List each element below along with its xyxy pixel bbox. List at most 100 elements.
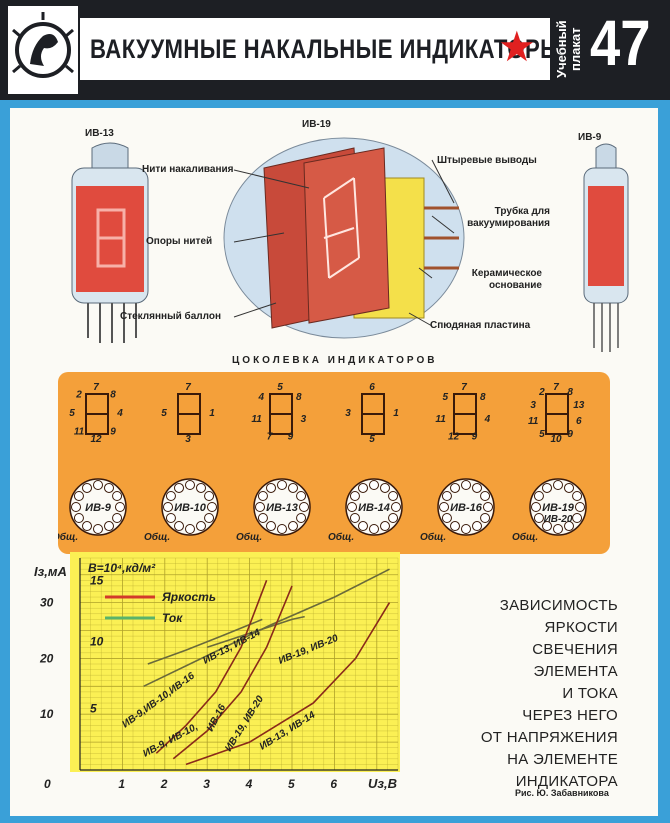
- base-pin: [196, 482, 206, 493]
- base-circle: [161, 478, 219, 536]
- base-pin: [288, 482, 298, 493]
- desc-line: ОТ НАПРЯЖЕНИЯ: [480, 729, 618, 746]
- base-pin: [174, 521, 184, 532]
- pinout-caption: ЦОКОЛЕВКА ИНДИКАТОРОВ: [232, 355, 438, 366]
- base-circle: [529, 478, 587, 536]
- x-tick-label: 0: [44, 777, 51, 790]
- base-pin: [174, 482, 184, 493]
- base-pin: [533, 491, 544, 501]
- chart-grid: [79, 557, 399, 771]
- base-pin: [391, 502, 401, 512]
- segment-pin-label: 5: [277, 382, 283, 393]
- base-pin: [257, 491, 268, 501]
- callout-tube-pump: Трубка для вакуумирования: [467, 206, 550, 229]
- series-line-brightness: [172, 585, 293, 760]
- base-pin: [73, 491, 84, 501]
- base-pin: [82, 482, 92, 493]
- segment-pin-label: 8: [296, 392, 302, 403]
- legend-label-brightness: Яркость: [161, 590, 216, 604]
- base-pin: [472, 482, 482, 493]
- label-iv9: ИВ-9: [578, 132, 602, 143]
- base-pin: [369, 524, 379, 534]
- base-pin: [450, 521, 460, 532]
- base-circle: [253, 478, 311, 536]
- segment-pin-label: 11: [251, 414, 262, 425]
- series-line-current: [147, 618, 263, 665]
- base-pin: [347, 502, 357, 512]
- base-pin: [112, 491, 123, 501]
- base-pin: [564, 521, 574, 532]
- base-pin: [255, 502, 265, 512]
- label-iv13: ИВ-13: [85, 128, 114, 139]
- base-pin: [358, 521, 368, 532]
- base-pin: [204, 513, 215, 523]
- chart-legend: Яркость Ток: [105, 590, 216, 625]
- base-pin: [104, 521, 114, 532]
- segment-pin-label: 7: [553, 382, 559, 393]
- desc-line: ЭЛЕМЕНТА: [533, 663, 618, 680]
- x-tick-label: 6: [330, 777, 337, 790]
- x-tick-label: 3: [203, 777, 210, 790]
- x-tick-label: 1: [118, 777, 125, 790]
- segment-pin-label: 7: [185, 382, 191, 393]
- segment-pin-label: 8: [110, 390, 116, 401]
- desc-line: СВЕЧЕНИЯ: [532, 641, 618, 658]
- segment-pin-label: 6: [369, 382, 375, 393]
- base-pin: [112, 513, 123, 523]
- base-pin: [165, 513, 176, 523]
- base-pin: [441, 513, 452, 523]
- base-pin: [542, 482, 552, 493]
- base-pin: [575, 502, 585, 512]
- segment-pin-label: 9: [567, 429, 573, 440]
- legend-label-current: Ток: [162, 611, 183, 625]
- base-pin: [288, 521, 298, 532]
- segment-pin-label: 8: [567, 387, 573, 398]
- segment-pin-label: 9: [110, 426, 116, 437]
- segment-pin-label: 5: [69, 408, 75, 419]
- atom-logo-icon: [12, 12, 74, 78]
- pinout-drawings: 7849121152ИВ-9Общ.7135ИВ-10Общ.58397114И…: [58, 382, 587, 543]
- base-name: ИВ-13: [266, 502, 298, 514]
- y-tick-current: 20: [39, 651, 54, 665]
- label-iv19: ИВ-19: [302, 119, 331, 130]
- series-line-brightness: [185, 602, 391, 766]
- desc-line: ЗАВИСИМОСТЬ: [499, 597, 618, 614]
- base-pin: [296, 513, 307, 523]
- segment-pin-label: 9: [472, 431, 478, 442]
- callout-pins: Штыревые выводы: [437, 155, 537, 166]
- base-circle: [345, 478, 403, 536]
- logo: [8, 6, 78, 94]
- base-pin: [104, 482, 114, 493]
- segment-pin-label: 4: [257, 392, 264, 403]
- base-pin: [388, 491, 399, 501]
- base-name: ИВ-9: [85, 502, 112, 514]
- callout-supports: Опоры нитей: [146, 236, 213, 247]
- base-pin: [531, 502, 541, 512]
- base-pin: [257, 513, 268, 523]
- base-pin: [441, 491, 452, 501]
- x-tick-label: 2: [160, 777, 168, 790]
- segment-pin-label: 4: [116, 408, 123, 419]
- series-line-current: [143, 568, 390, 688]
- base-pin: [349, 513, 360, 523]
- chart-ylabel: Iз,мА: [34, 564, 67, 579]
- segment-pin-label: 1: [393, 408, 399, 419]
- tube-iv13: [71, 142, 149, 343]
- base-pin: [296, 491, 307, 501]
- segment-pin-label: 9: [288, 431, 294, 442]
- segment-pin-label: 12: [448, 431, 460, 442]
- poster-number: 47: [590, 7, 651, 79]
- segment-pin-label: 3: [185, 434, 191, 445]
- base-pin: [553, 480, 563, 490]
- base-pin: [266, 482, 276, 493]
- segment-pin-label: 2: [75, 390, 82, 401]
- tube-iv9: [583, 143, 629, 352]
- y-tick-brightness: 5: [90, 702, 97, 716]
- base-name: ИВ-16: [450, 502, 483, 514]
- y-tick-current: 10: [40, 707, 54, 721]
- segment-pin-label: 5: [369, 434, 375, 445]
- base-pin: [266, 521, 276, 532]
